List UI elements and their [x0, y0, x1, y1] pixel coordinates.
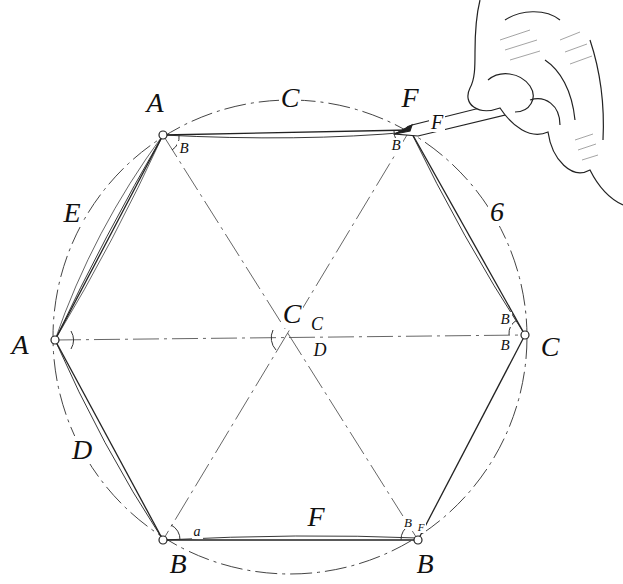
point-label: D: [312, 341, 329, 359]
vertex-point: [51, 126, 529, 544]
point-label: B: [414, 550, 435, 578]
point-label: B: [167, 550, 188, 578]
point-label: F: [416, 522, 427, 533]
point-label: B: [177, 141, 190, 156]
point-label: 6: [488, 198, 506, 226]
point-label: C: [281, 300, 304, 328]
point-label: D: [70, 436, 94, 464]
circle-arc: [53, 100, 527, 574]
point-label: A: [144, 89, 165, 117]
point-label: F: [429, 112, 445, 132]
hexagon-side: [55, 130, 525, 540]
point-label: A: [9, 331, 30, 359]
angle-arc: [71, 131, 517, 540]
diagonal: [55, 130, 525, 540]
point-label: B: [389, 138, 402, 153]
point-label: B: [498, 312, 511, 327]
point-label: F: [399, 84, 420, 112]
point-label: a: [192, 525, 203, 539]
point-label: B: [402, 516, 414, 529]
point-label: C: [309, 315, 325, 333]
point-label: B: [498, 338, 511, 353]
point-label: C: [279, 84, 302, 112]
point-label: E: [61, 199, 82, 227]
hand-with-pencil: [395, 0, 623, 205]
point-label: F: [305, 503, 326, 531]
point-label: C: [539, 333, 562, 361]
